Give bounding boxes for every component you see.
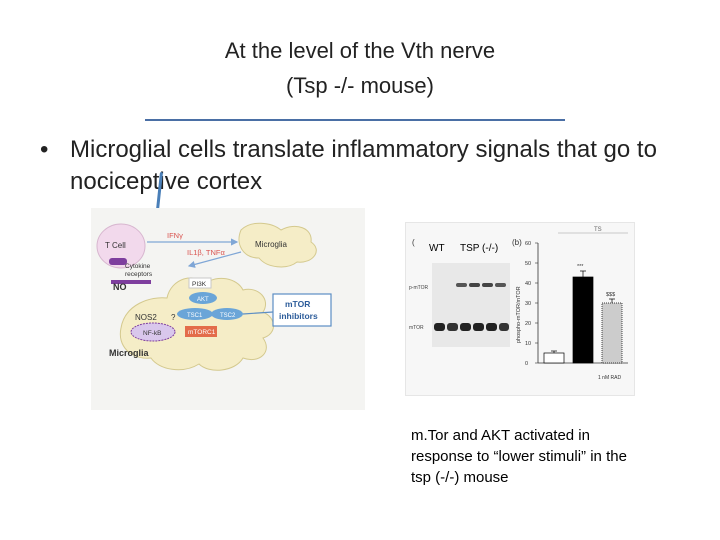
bar-1: [543, 352, 565, 364]
y-tick-label: 30: [525, 301, 531, 307]
tsc2-shape: [211, 308, 243, 320]
tsc2-label: TSC2: [220, 313, 236, 319]
figure-caption: m.Tor and AKT activated in response to “…: [411, 427, 627, 486]
y-tick-label: 40: [525, 281, 531, 287]
mtor-inhibitors-box: [272, 293, 332, 327]
t-cell-label: T Cell: [105, 241, 126, 250]
nfkb-shape: [130, 322, 176, 342]
blot-and-chart-figure: ( WT TSP (-/-) p-mTOR mTOR (b) TS phosph…: [405, 222, 635, 396]
panel-a-label: (: [412, 238, 415, 247]
y-tick-label: 10: [525, 341, 531, 347]
inhibition-line: [242, 311, 274, 315]
tsc1-shape: [177, 308, 213, 320]
top-microglia-label: Microglia: [255, 240, 288, 249]
no-label: NO: [113, 282, 127, 292]
microglia-diagram: T Cell Microglia IFNγ IL1β, TNFα Cytokin…: [91, 208, 365, 410]
wt-label: WT: [429, 243, 445, 254]
chart-x-label: 1 nM RAD: [598, 375, 621, 381]
chart-top-label: TS: [594, 227, 602, 233]
akt-shape: [189, 292, 217, 304]
t-cell-shape: [96, 223, 146, 269]
blot-bands-top: [456, 283, 506, 287]
western-blot-area: [432, 263, 510, 347]
receptors-label: receptors: [125, 271, 153, 278]
chart-bars: *** $$$: [543, 264, 623, 364]
question-label: ?: [171, 313, 176, 322]
bar-3: [601, 302, 623, 364]
blot-chart-svg: ( WT TSP (-/-) p-mTOR mTOR (b) TS phosph…: [409, 227, 628, 381]
nos2-label: NOS2: [135, 313, 157, 322]
y-tick-label: 50: [525, 261, 531, 267]
slide-title-line1: At the level of the Vth nerve: [224, 38, 496, 63]
akt-label: AKT: [197, 297, 209, 303]
nfkb-label: NF-kB: [143, 330, 161, 337]
bullet-icon: •: [40, 136, 49, 163]
t-cell-receptor: [109, 258, 127, 265]
receptor-bar: [111, 280, 151, 284]
y-tick-label: 20: [525, 321, 531, 327]
tsp-label: TSP (-/-): [460, 243, 498, 254]
blot-bands-bottom: [434, 323, 509, 331]
pi3k-box: [188, 277, 212, 289]
significance-label-3: $$$: [606, 292, 615, 298]
y-tick-label: 60: [525, 241, 531, 247]
inhibitors-label: inhibitors: [279, 311, 318, 321]
tsc1-label: TSC1: [187, 313, 203, 319]
bottom-microglia-label: Microglia: [109, 348, 150, 358]
microglia-diagram-svg: T Cell Microglia IFNγ IL1β, TNFα Cytokin…: [96, 222, 332, 371]
il-tnf-label: IL1β, TNFα: [187, 248, 225, 257]
bullet-text: Microglial cells translate inflammatory …: [70, 136, 657, 195]
top-microglia-shape: [238, 222, 317, 268]
significance-label-2: ***: [577, 264, 584, 270]
chart-y-ticks: 60 50 40 30 20 10 0: [525, 241, 538, 367]
mtor-label: mTOR: [285, 299, 310, 309]
chart-y-axis-label: phospho-mTOR/mTOR: [516, 286, 522, 343]
cytokine-label: Cytokine: [125, 263, 151, 270]
mtorc1-label: mTORC1: [188, 329, 216, 336]
bar-2: [572, 276, 594, 364]
title-divider: [145, 119, 565, 121]
ifn-label: IFNγ: [167, 231, 183, 240]
blot-row1-label: p-mTOR: [409, 285, 428, 291]
panel-b-label: (b): [512, 238, 522, 247]
cytokine-arrow: [187, 251, 242, 268]
mtorc1-box: [185, 326, 217, 337]
y-tick-label: 0: [525, 361, 528, 367]
slide-title-line2: (Tsp -/- mouse): [286, 73, 434, 98]
blot-row2-label: mTOR: [409, 325, 424, 331]
pi3k-label: PI3K: [192, 281, 207, 288]
